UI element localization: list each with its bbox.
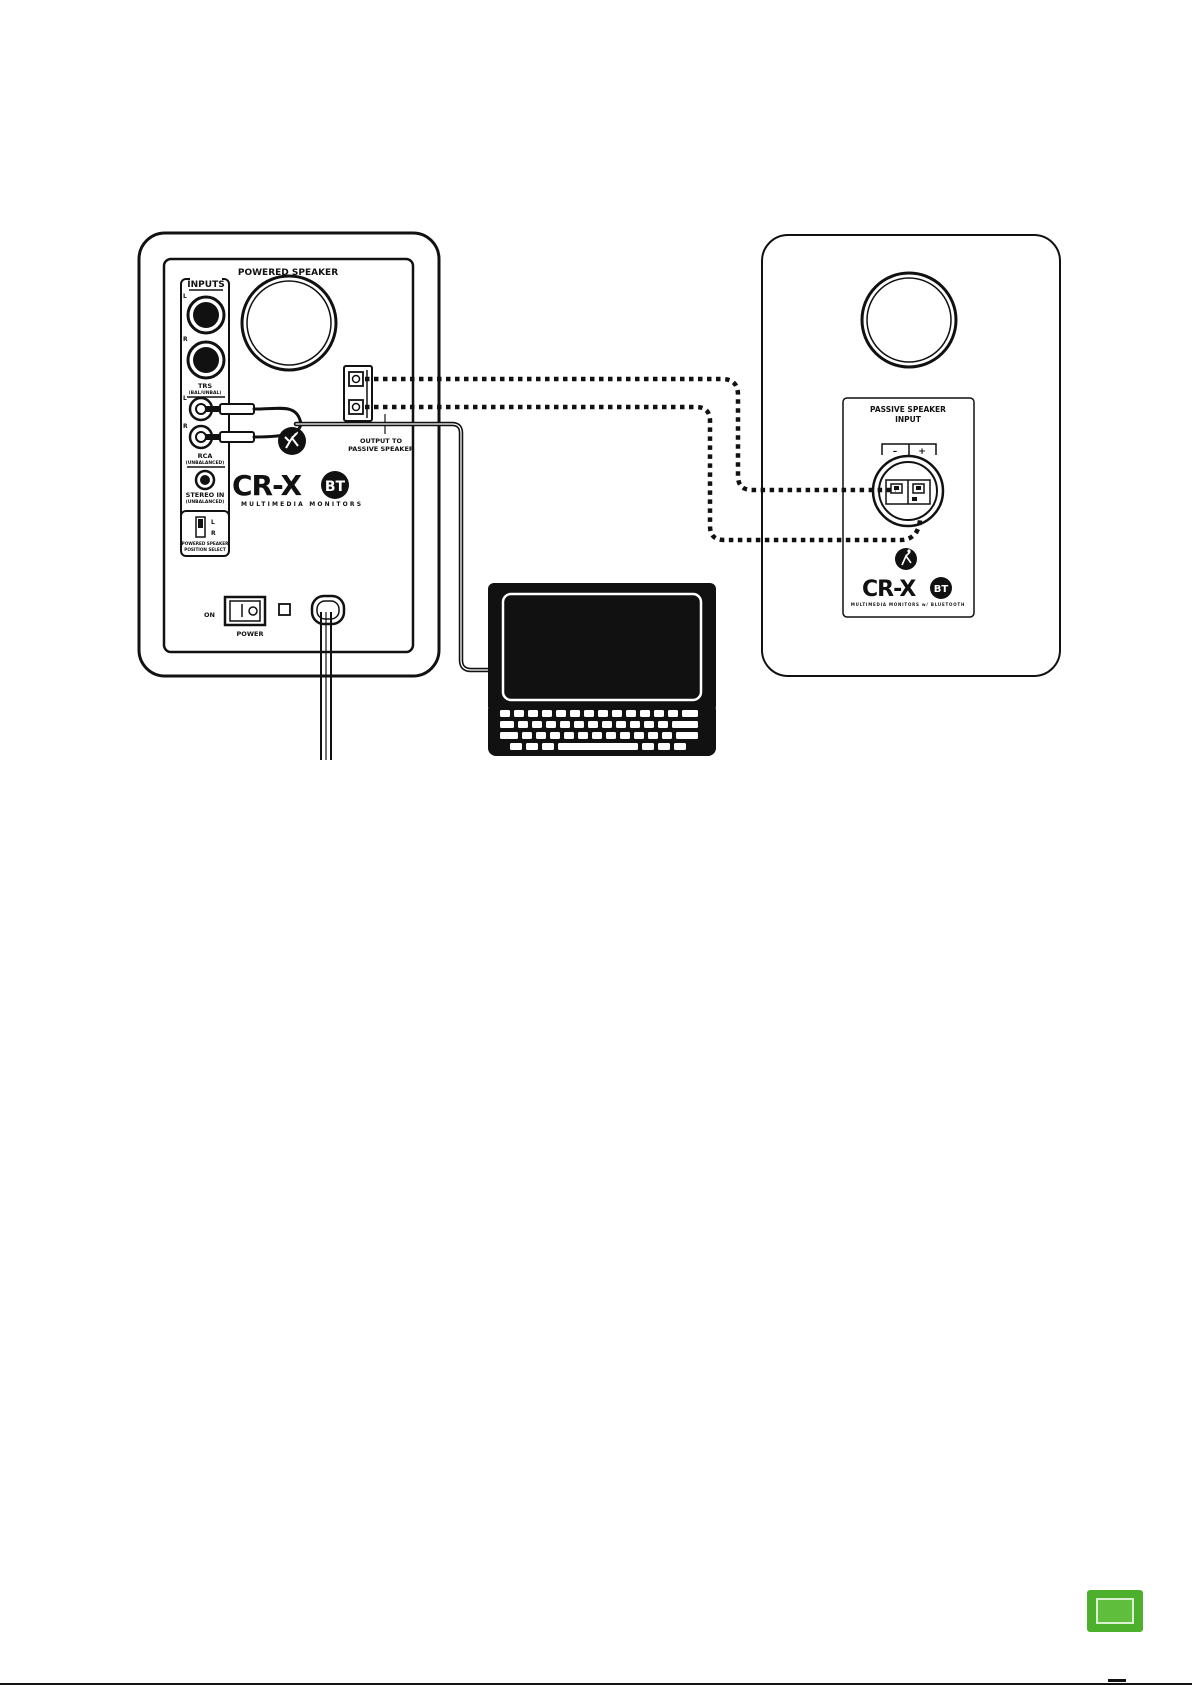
passive-speaker: PASSIVE SPEAKER INPUT – + CR-X BT MULTIM… [762,235,1060,676]
powered-speaker: POWERED SPEAKER INPUTS L R TRS (BAL/UNBA… [139,233,439,676]
output-terminal-bottom [349,400,363,414]
polarity-plus: + [918,447,926,457]
polarity-minus: – [893,447,898,457]
passive-woofer-port [862,273,956,367]
woofer-port [242,276,336,370]
powered-tagline: MULTIMEDIA MONITORS [241,501,363,508]
trs-r-label: R [183,336,188,343]
position-l-label: L [211,519,215,526]
rca-l-label: L [183,395,187,402]
rca-label: RCA [198,452,213,460]
passive-brand-badge-text: BT [934,584,949,595]
rca-r-label: R [183,423,188,430]
output-terminal-top [349,372,363,386]
position-select-label-1: POWERED SPEAKER [182,541,229,546]
laptop-icon [488,583,716,756]
trs-l-label: L [183,293,187,300]
position-r-label: R [211,530,216,537]
stereo-in-sublabel: (UNBALANCED) [186,499,225,505]
rca-sublabel: (UNBALANCED) [186,460,225,466]
output-label-2: PASSIVE SPEAKER [348,445,414,453]
passive-input-label-1: PASSIVE SPEAKER [870,405,946,414]
brand-logo-icon [278,427,306,455]
trs-sublabel: (BAL/UNBAL) [189,390,222,396]
passive-brand-logo-icon [895,548,917,570]
position-select-label-2: POSITION SELECT [184,547,226,552]
page-number-badge [1087,1590,1143,1632]
powered-brand-badge-text: BT [325,479,346,495]
footer-mark [1108,1679,1126,1682]
power-indicator [279,604,290,615]
stereo-in-label: STEREO IN [186,491,225,499]
inputs-heading: INPUTS [187,280,224,290]
on-label: ON [204,611,215,619]
power-label: POWER [237,630,264,638]
passive-tagline: MULTIMEDIA MONITORS w/ BLUETOOTH [851,602,965,607]
powered-brand: CR-X [232,469,302,502]
output-label-1: OUTPUT TO [360,437,402,445]
passive-brand: CR-X [862,577,916,602]
passive-input-label-2: INPUT [895,415,922,424]
trs-label: TRS [198,382,212,390]
